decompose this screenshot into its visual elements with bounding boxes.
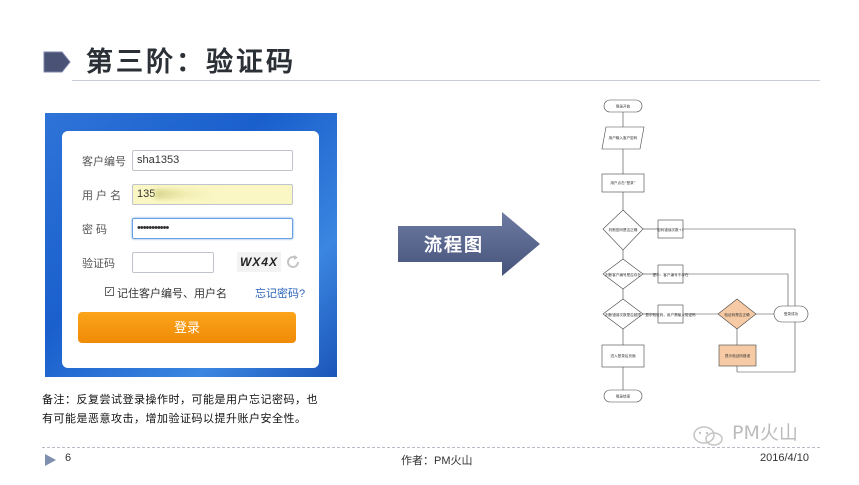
flow-node-check-times: 判断错误次数是否超限 <box>605 312 641 317</box>
username-value: 135 <box>137 188 156 200</box>
flow-node-id-wrong: 提示：客户编号不存在 <box>653 272 689 277</box>
password-field[interactable]: ••••••••••• <box>132 218 293 239</box>
arrow-right-icon <box>398 212 540 276</box>
flow-node-check-id: 判断客户编号是否存在 <box>605 272 641 277</box>
arrow-label: 流程图 <box>424 235 484 256</box>
author-label: 作者：PM火山 <box>401 455 473 467</box>
captcha-label: 验证码 <box>82 258 115 270</box>
note-line-2: 有可能是恶意攻击，增加验证码以提升账户安全性。 <box>42 412 307 425</box>
customer-id-label: 客户编号 <box>82 156 126 168</box>
footer-arrow-icon <box>45 454 56 466</box>
customer-id-field[interactable]: sha1353 <box>132 150 293 171</box>
title-divider <box>72 80 820 81</box>
note-text: 备注：反复尝试登录操作时，可能是用户忘记密码，也 有可能是恶意攻击，增加验证码以… <box>42 390 402 428</box>
login-button[interactable]: 登录 <box>78 312 296 343</box>
remember-checkbox[interactable]: ✓ <box>105 287 114 296</box>
flow-node-captcha-wrong: 提示验证码错误 <box>725 353 751 358</box>
login-card: 客户编号 sha1353 用 户 名 135 密 码 ••••••••••• 验… <box>62 131 319 368</box>
page-title: 第三阶：验证码 <box>86 47 296 78</box>
flow-node-pwd-wrong: 密码错误次数+1 <box>657 227 684 232</box>
flow-node-enter: 进入登录后页面 <box>610 353 636 358</box>
username-label: 用 户 名 <box>82 190 122 202</box>
footer-divider <box>42 447 820 448</box>
login-flowchart: 登录开始 用户输入客户密码 用户点击“登录” 判断密码是否正确 密码错误次数+1… <box>601 99 809 403</box>
flow-node-end: 登录结束 <box>616 394 631 399</box>
captcha-image[interactable]: WX4X <box>237 252 281 272</box>
page-number: 6 <box>65 452 72 464</box>
forgot-password-link[interactable]: 忘记密码? <box>255 288 306 300</box>
title-marker-icon <box>43 51 71 73</box>
login-panel: 客户编号 sha1353 用 户 名 135 密 码 ••••••••••• 验… <box>45 113 337 377</box>
note-line-1: 备注：反复尝试登录操作时，可能是用户忘记密码，也 <box>42 393 318 406</box>
flow-node-start: 登录开始 <box>616 104 631 109</box>
date-label: 2016/4/10 <box>760 452 809 464</box>
captcha-input[interactable] <box>132 252 214 273</box>
username-field[interactable]: 135 <box>132 184 293 205</box>
flow-node-input: 用户输入客户密码 <box>609 135 638 140</box>
flow-node-click: 用户点击“登录” <box>610 180 635 185</box>
remember-label[interactable]: 记住客户编号、用户名 <box>117 288 227 300</box>
flow-node-check-captcha: 验证码是否正确 <box>724 312 750 317</box>
wechat-icon <box>693 426 723 446</box>
flow-node-show-captcha: 显示验证码，用户需输入验证码 <box>645 312 696 317</box>
refresh-icon[interactable] <box>284 253 302 271</box>
flow-node-success: 登录成功 <box>784 311 799 316</box>
blurred-region <box>155 189 216 200</box>
flow-node-check-pwd: 判断密码是否正确 <box>609 227 638 232</box>
watermark-text: PM火山 <box>732 422 798 444</box>
password-label: 密 码 <box>82 224 108 236</box>
